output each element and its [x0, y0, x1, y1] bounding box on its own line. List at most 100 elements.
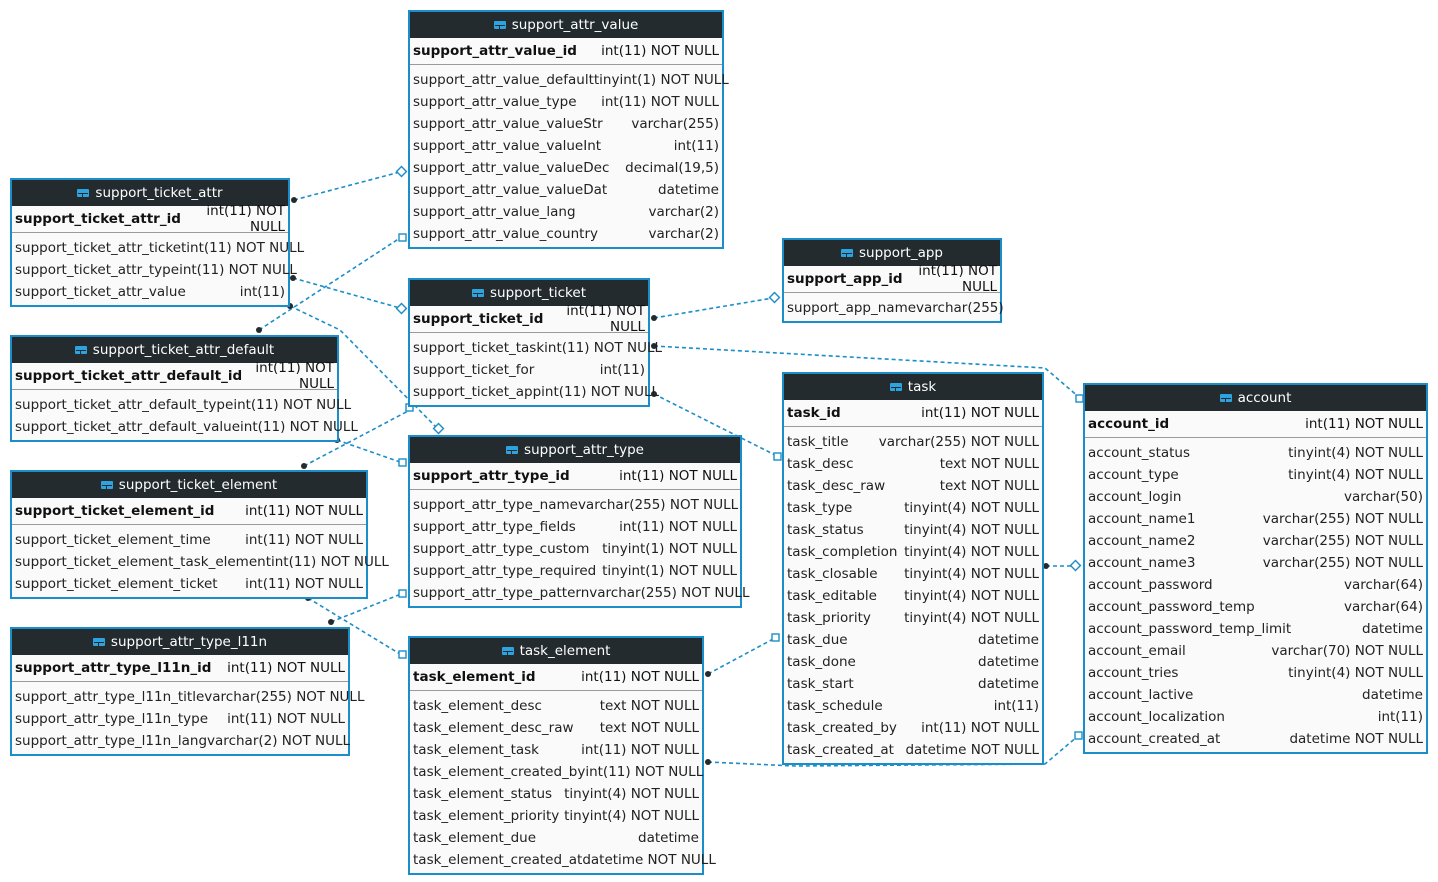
entity-header[interactable]: support_attr_type [410, 437, 740, 463]
field-type: datetime [1362, 621, 1423, 637]
entity-header[interactable]: support_app [784, 240, 1000, 266]
entity-support-ticket-attr-default[interactable]: support_ticket_attr_default support_tick… [10, 335, 358, 442]
entity-header[interactable]: task_element [410, 638, 702, 664]
entity-support-attr-type-l11n[interactable]: support_attr_type_l11n support_attr_type… [10, 627, 364, 756]
entity-header[interactable]: support_attr_value [410, 12, 722, 38]
entity-header[interactable]: support_ticket_element [12, 472, 366, 498]
entity-support-ticket-attr[interactable]: support_ticket_attr support_ticket_attr_… [10, 178, 304, 307]
entity-header[interactable]: support_attr_type_l11n [12, 629, 348, 655]
entity-support-ticket-element[interactable]: support_ticket_element support_ticket_el… [10, 470, 389, 599]
entity-header[interactable]: support_ticket_attr_default [12, 337, 337, 363]
entity-support-attr-value[interactable]: support_attr_value support_attr_value_id… [408, 10, 729, 249]
entity-header[interactable]: support_ticket_attr [12, 180, 288, 206]
entity-header[interactable]: account [1085, 385, 1426, 411]
entity-header[interactable]: task [784, 374, 1042, 400]
entity-header[interactable]: support_ticket [410, 280, 648, 306]
field-name: account_login [1088, 489, 1182, 505]
